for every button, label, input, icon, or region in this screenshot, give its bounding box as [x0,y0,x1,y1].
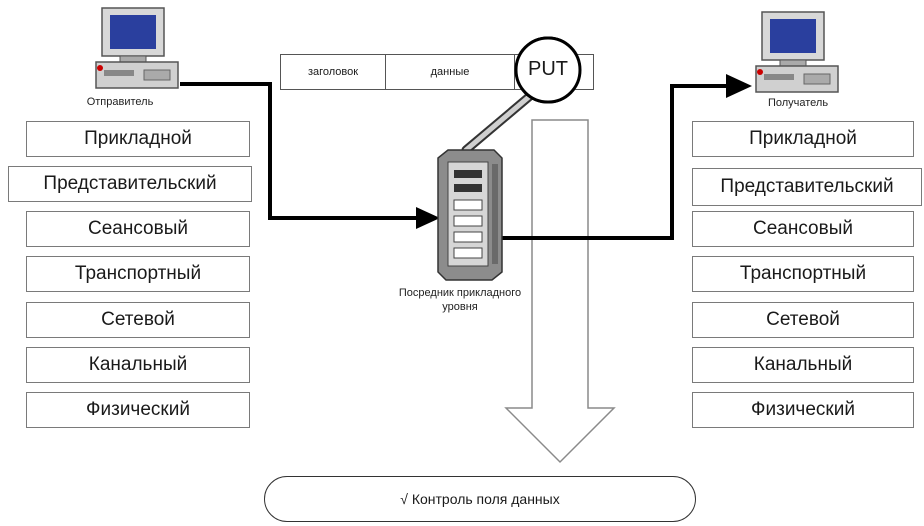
receiver-computer-icon [755,11,839,93]
proxy-label-line1: Посредник прикладного [398,287,522,299]
sender-layer-session: Сеансовый [26,211,250,247]
proxy-label-line2: уровня [442,301,478,313]
packet-header-field: заголовок [280,54,386,90]
sender-layer-network: Сетевой [26,302,250,338]
sender-layer-datalink: Канальный [26,347,250,383]
sender-layer-application: Прикладной [26,121,250,157]
receiver-layer-application: Прикладной [692,121,914,157]
packet-data-field: данные [385,54,515,90]
receiver-layer-transport: Транспортный [692,256,914,292]
receiver-layer-physical: Физический [692,392,914,428]
sender-layer-physical: Физический [26,392,250,428]
receiver-arrowhead [726,74,752,98]
sender-to-proxy-line [180,82,418,220]
receiver-layer-session: Сеансовый [692,211,914,247]
proxy-server-icon [437,149,503,281]
receiver-layer-presentation: Представительский [692,168,922,206]
receiver-layer-network: Сетевой [692,302,914,338]
receiver-layer-datalink: Канальный [692,347,914,383]
data-field-control-box: √ Контроль поля данных [264,476,696,522]
sender-arrowhead [416,207,440,229]
proxy-label: Посредник прикладного уровня [360,286,560,314]
inspected-method-label: PUT [528,58,568,80]
sender-label: Отправитель [86,96,154,108]
proxy-to-receiver-line [498,84,728,240]
sender-layer-presentation: Представительский [8,166,252,202]
receiver-label: Получатель [767,97,829,109]
sender-layer-transport: Транспортный [26,256,250,292]
sender-computer-icon [95,7,179,89]
down-arrow [504,119,616,464]
